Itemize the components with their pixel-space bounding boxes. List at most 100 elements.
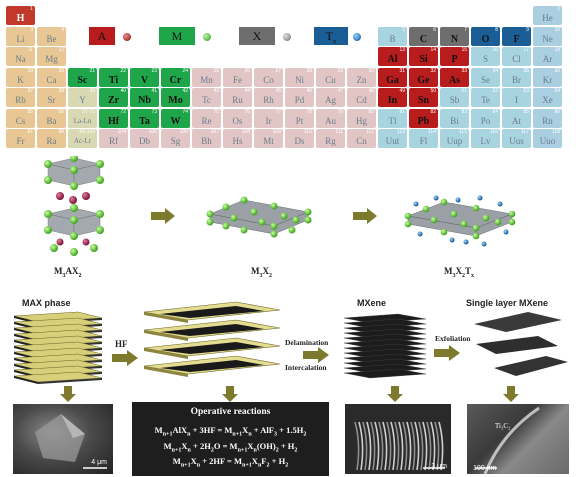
element-symbol: H — [16, 13, 25, 24]
element-symbol: Sb — [449, 95, 460, 105]
atomic-number: 76 — [244, 108, 250, 115]
element-symbol: C — [419, 33, 428, 45]
reactions-title: Operative reactions — [190, 407, 271, 417]
max-structure-image — [44, 156, 104, 256]
element-symbol: Pt — [295, 115, 304, 126]
scale-bar-label: 100 nm — [473, 465, 497, 472]
atomic-number: 2 — [557, 6, 560, 12]
atomic-number: 30 — [368, 67, 374, 74]
atomic-number: 14 — [430, 47, 436, 53]
atomic-number: 56 — [58, 108, 64, 115]
element-symbol: Ba — [46, 115, 57, 126]
atomic-number: 15 — [461, 47, 467, 53]
atomic-number: 40 — [120, 88, 126, 94]
element-symbol: Co — [263, 74, 274, 85]
atomic-number: 109 — [272, 129, 281, 135]
element-symbol: Fl — [419, 136, 428, 146]
mx-structure-image — [206, 196, 312, 238]
element-symbol: Rg — [325, 136, 336, 146]
element-symbol: V — [140, 74, 149, 86]
element-symbol: In — [387, 95, 398, 106]
element-symbol: Be — [46, 33, 57, 44]
atomic-number: 84 — [492, 108, 498, 115]
max-phase-caption: MAX phase — [22, 298, 71, 308]
mxene-stack-image — [343, 313, 427, 379]
element-symbol: Ge — [417, 74, 430, 86]
element-symbol: Rh — [263, 95, 274, 105]
element-symbol: Sr — [47, 95, 56, 105]
element-symbol: As — [448, 74, 461, 86]
atomic-number: 11 — [27, 47, 33, 53]
atomic-number: 89-103 — [79, 129, 95, 135]
legend-tx-box: Tx — [314, 27, 348, 45]
element-symbol: I — [515, 95, 518, 105]
atomic-number: 85 — [523, 108, 529, 115]
element-symbol: Lv — [480, 136, 491, 146]
element-symbol: Pd — [294, 95, 305, 105]
arrow-down-icon — [387, 386, 403, 402]
element-symbol: Sn — [417, 95, 430, 106]
atomic-number: 87 — [27, 129, 33, 135]
element-symbol: Ti — [108, 74, 119, 86]
atomic-number: 29 — [337, 67, 343, 74]
single-layer-sheets-image — [474, 312, 568, 376]
element-symbol: Ag — [325, 95, 336, 105]
element-symbol: Zr — [107, 95, 120, 106]
element-symbol: W — [170, 115, 181, 127]
arrow-right-icon — [434, 345, 460, 361]
atomic-number: 108 — [241, 129, 250, 135]
element-symbol: Ar — [542, 54, 553, 64]
element-symbol: B — [389, 33, 396, 44]
atomic-number: 111 — [335, 129, 343, 135]
arrow-right-icon — [303, 347, 329, 363]
exfoliation-label: Exfoliation — [435, 334, 471, 343]
hf-label: HF — [115, 339, 128, 349]
atomic-number: 44 — [244, 88, 250, 94]
element-symbol: F — [513, 33, 520, 45]
atomic-number: 26 — [244, 67, 250, 74]
single-layer-caption: Single layer MXene — [466, 298, 549, 308]
element-symbol: O — [481, 33, 490, 45]
atomic-number: 3 — [30, 26, 33, 33]
atomic-number: 21 — [89, 67, 95, 74]
atomic-number: 78 — [306, 108, 312, 115]
atomic-number: 10 — [554, 26, 560, 33]
atomic-number: 75 — [213, 108, 219, 115]
element-symbol: S — [482, 54, 488, 64]
element-symbol: Ca — [46, 74, 57, 85]
x-atom-icon — [283, 33, 291, 41]
arrow-right-icon — [112, 350, 138, 366]
atomic-number: 112 — [366, 129, 374, 135]
element-symbol: Os — [232, 115, 243, 126]
atomic-number: 106 — [179, 129, 188, 135]
atomic-number: 81 — [399, 108, 405, 115]
element-symbol: Cn — [356, 136, 367, 146]
atomic-number: 47 — [337, 88, 343, 94]
